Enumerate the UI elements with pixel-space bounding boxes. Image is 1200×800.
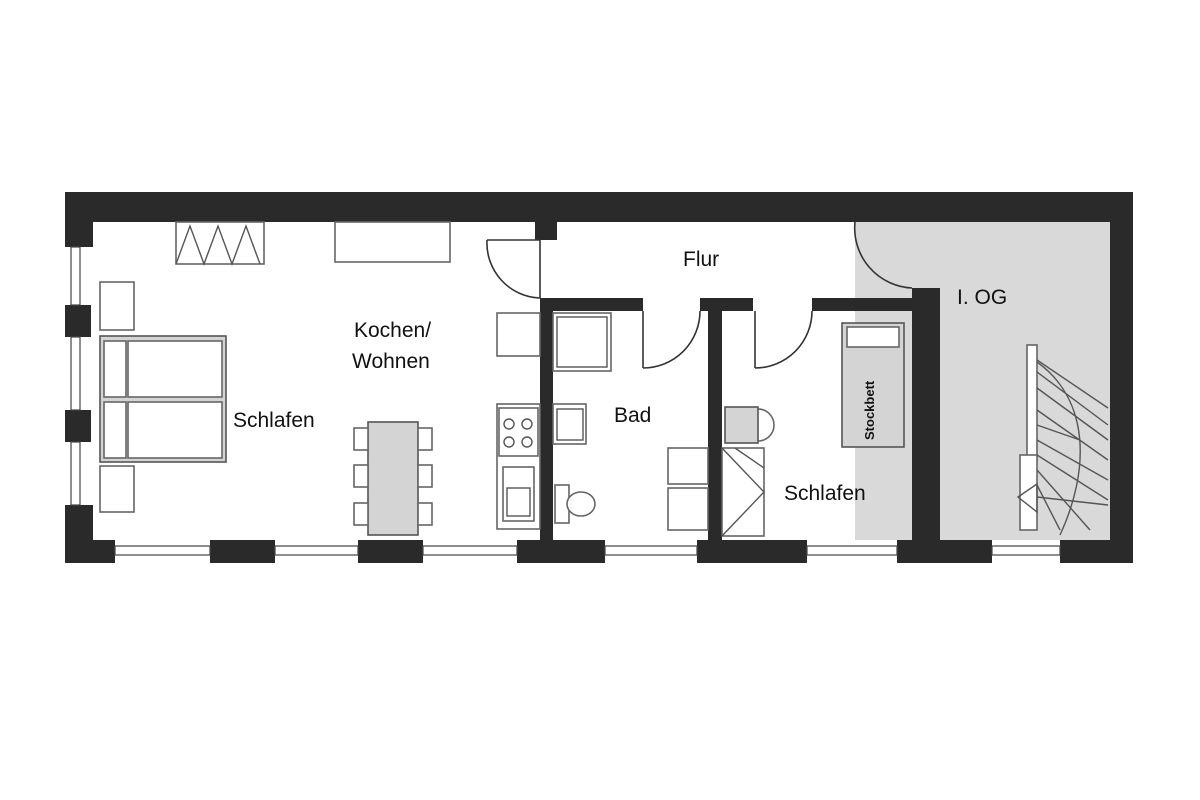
windows bbox=[70, 246, 1061, 556]
doors bbox=[486, 221, 913, 369]
bunk-bed-label: Stockbett bbox=[862, 380, 877, 440]
sink bbox=[552, 403, 587, 445]
room-label-flur: Flur bbox=[683, 248, 719, 271]
room-label-bad: Bad bbox=[614, 404, 651, 427]
room-label-og: I. OG bbox=[957, 286, 1007, 309]
toilet bbox=[554, 484, 596, 524]
nightstand-top bbox=[99, 281, 135, 331]
room-label-schlafen-right: Schlafen bbox=[784, 482, 866, 505]
desk-with-chair bbox=[724, 406, 775, 444]
room-label-kochen: Kochen/ bbox=[354, 319, 431, 342]
wardrobe-right bbox=[667, 447, 765, 537]
kitchen-counter-top bbox=[334, 221, 451, 263]
room-label-wohnen: Wohnen bbox=[352, 350, 430, 373]
interior-walls bbox=[540, 288, 940, 543]
double-bed bbox=[99, 335, 227, 463]
wardrobe-left bbox=[175, 221, 265, 267]
room-label-schlafen-left: Schlafen bbox=[233, 409, 315, 432]
nightstand-bottom bbox=[99, 465, 135, 513]
staircase bbox=[1016, 344, 1109, 536]
dining-table bbox=[353, 421, 433, 536]
room-labels: Schlafen Kochen/ Wohnen Flur Bad Schlafe… bbox=[233, 248, 1007, 505]
shower bbox=[552, 312, 612, 372]
kitchen-unit bbox=[496, 312, 541, 530]
bunk-bed: Stockbett bbox=[841, 322, 905, 448]
outer-walls bbox=[65, 192, 1133, 563]
